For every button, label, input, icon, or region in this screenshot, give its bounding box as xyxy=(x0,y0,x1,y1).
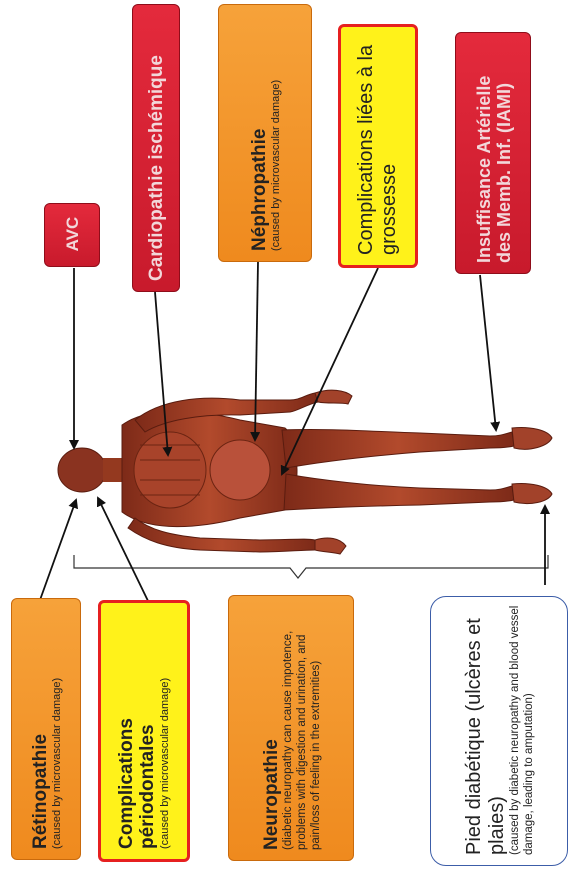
box-periodontales: Complications périodontales (caused by m… xyxy=(98,600,190,862)
grossesse-title: Complications liées à la grossesse xyxy=(355,37,401,255)
figure-head xyxy=(58,448,106,492)
box-avc: AVC xyxy=(44,203,100,267)
retinopathie-title: Rétinopathie xyxy=(30,607,51,849)
neuropathie-title: Neuropathie xyxy=(261,604,282,850)
figure-foot-bottom xyxy=(512,483,552,503)
figure-hand-bottom xyxy=(315,538,346,554)
human-anatomy-figure xyxy=(58,390,552,554)
arrow-iami xyxy=(480,275,496,430)
figure-leg-bottom xyxy=(284,474,514,510)
box-nephropathie: Néphropathie (caused by microvascular da… xyxy=(218,4,312,262)
nephropathie-subtitle: (caused by microvascular damage) xyxy=(270,13,283,251)
periodontales-title: Complications périodontales xyxy=(116,613,159,849)
figure-foot-top xyxy=(512,427,552,449)
nephropathie-title: Néphropathie xyxy=(249,13,270,251)
box-neuropathie: Neuropathie (diabetic neuropathy can cau… xyxy=(228,595,354,861)
figure-chest xyxy=(134,432,206,508)
periodontales-subtitle: (caused by microvascular damage) xyxy=(159,613,172,849)
box-iami: Insuffisance Artérielle des Memb. Inf. (… xyxy=(455,32,531,274)
bracket xyxy=(74,555,548,578)
figure-leg-top xyxy=(282,429,514,468)
cardiopathie-title: Cardiopathie ischémique xyxy=(146,13,167,281)
iami-title: Insuffisance Artérielle des Memb. Inf. (… xyxy=(474,41,514,263)
arrow-retinopathie xyxy=(40,500,76,600)
box-cardiopathie: Cardiopathie ischémique xyxy=(132,4,180,292)
pied-title: Pied diabétique (ulcères et plaies) xyxy=(463,605,509,855)
figure-abdomen xyxy=(210,440,270,500)
retinopathie-subtitle: (caused by microvascular damage) xyxy=(51,607,64,849)
neuropathie-subtitle: (diabetic neuropathy can cause impotence… xyxy=(282,604,323,850)
avc-title: AVC xyxy=(63,217,82,252)
pied-subtitle: (caused by diabetic neuropathy and blood… xyxy=(509,605,537,855)
box-grossesse: Complications liées à la grossesse xyxy=(338,24,418,268)
box-retinopathie: Rétinopathie (caused by microvascular da… xyxy=(11,598,81,860)
box-pied-diabetique: Pied diabétique (ulcères et plaies) (cau… xyxy=(430,596,568,866)
